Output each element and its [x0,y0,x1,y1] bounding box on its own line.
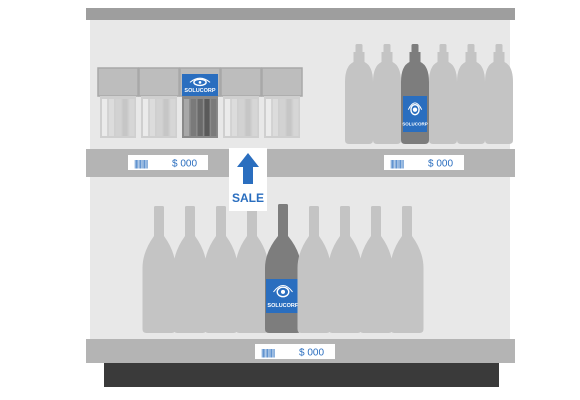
price-text: $ 000 [299,348,324,359]
solucorp-logo: SOLUCORP [182,74,218,96]
price-text: $ 000 [172,159,197,170]
featured-solucorp-sauce-bottle: SOLUCORP [401,44,429,144]
beer-bottle [173,206,207,333]
beer-bottle [204,206,238,333]
barcode-text: |||||||||| [261,348,275,358]
product-box [97,67,139,138]
beer-bottle [142,206,176,333]
sauce-bottle [485,44,513,144]
featured-solucorp-box: SOLUCORP [179,67,221,138]
sauce-bottle [457,44,485,144]
up-arrow-icon [237,153,259,184]
product-box [220,67,262,138]
featured-solucorp-beer-bottle: SOLUCORP [265,204,301,333]
beer-bottle [390,206,424,333]
product-box [138,67,180,138]
price-text: $ 000 [428,159,453,170]
beer-bottle [328,206,362,333]
lower-bottle-display: SOLUCORP [142,204,424,333]
sauce-bottle [373,44,401,144]
brand-name-label: SOLUCORP [267,303,299,309]
shelf-unit-top-cap [86,8,515,20]
brand-name-label: SOLUCORP [184,88,216,94]
sauce-bottle [345,44,373,144]
price-tag-bottom: |||||||||| $ 000 [255,344,335,359]
price-tag-upper-right: |||||||||| $ 000 [384,155,464,170]
sauce-bottle [429,44,457,144]
solucorp-logo: SOLUCORP [266,279,300,313]
price-tag-upper-left: |||||||||| $ 000 [128,155,208,170]
upper-left-box-display: SOLUCORP [97,67,303,138]
brand-name-label: SOLUCORP [402,122,428,127]
beer-bottle [297,206,331,333]
product-box [261,67,303,138]
sale-label: SALE [232,191,264,205]
barcode-text: |||||||||| [134,159,148,169]
sale-sign: SALE [229,148,267,211]
barcode-text: |||||||||| [390,159,404,169]
solucorp-logo: SOLUCORP [402,96,428,132]
beer-bottle [359,206,393,333]
shelf-unit-base [104,361,499,387]
upper-right-bottle-display: SOLUCORP [345,44,513,144]
